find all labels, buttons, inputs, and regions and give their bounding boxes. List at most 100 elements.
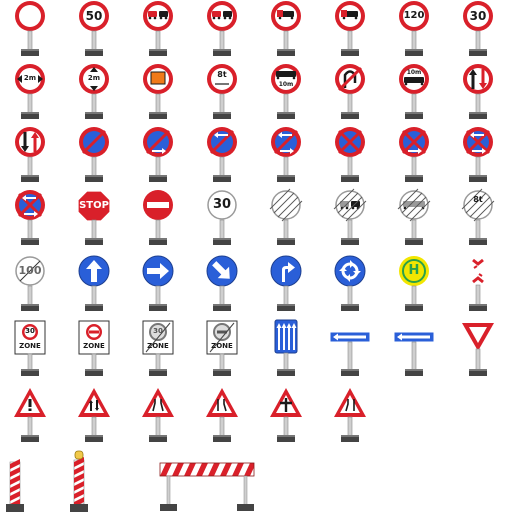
board-stripe <box>292 463 304 476</box>
end-no-overtaking-bus-sign <box>396 188 432 253</box>
end-stripe <box>281 200 303 222</box>
pole <box>475 156 481 177</box>
base <box>213 49 231 56</box>
wheel <box>342 16 346 20</box>
pole <box>27 353 33 371</box>
end-of-restrictions-sign <box>268 188 304 253</box>
base <box>277 369 295 376</box>
no-entry-sign <box>140 189 176 253</box>
road-narrows-left-sign <box>332 386 368 450</box>
base <box>469 238 487 245</box>
one-way-arrow <box>333 333 366 341</box>
car-black <box>159 11 168 17</box>
base-top <box>21 435 39 437</box>
exclamation-bar <box>28 399 32 407</box>
base-top <box>341 49 359 51</box>
speed-value: 50 <box>85 8 103 23</box>
base-top <box>149 112 167 114</box>
width-limit-sign: 2m <box>12 63 48 127</box>
base-top <box>405 369 423 371</box>
base <box>149 175 167 182</box>
base <box>213 112 231 119</box>
end-speed-limit-sign: 100 <box>12 255 48 319</box>
board-stripe <box>136 463 148 476</box>
base-top <box>341 175 359 177</box>
narrows-lines <box>345 399 355 412</box>
zone-no-entry-sign: ZONE <box>76 320 112 384</box>
pole <box>411 285 417 306</box>
pole <box>283 30 289 51</box>
triangle-inner <box>212 395 232 413</box>
base-top <box>341 238 359 240</box>
base-top <box>213 304 231 306</box>
post-stripe <box>74 481 84 491</box>
base <box>70 504 88 512</box>
base-top <box>277 238 295 240</box>
base <box>149 49 167 56</box>
height-limit-sign: 2m <box>76 63 112 127</box>
no-stopping-right-sign <box>396 126 432 190</box>
length-limit-truck-sign: 10m <box>396 63 432 127</box>
stop-sign: STOP <box>76 189 112 253</box>
board-stripes <box>136 463 304 476</box>
base-top <box>277 49 295 51</box>
base <box>277 435 295 442</box>
roundabout-sign <box>332 255 368 319</box>
pole <box>219 353 225 371</box>
pole <box>219 219 225 240</box>
ahead-only-sign <box>76 255 112 319</box>
arrow-down <box>21 132 29 152</box>
base <box>21 112 39 119</box>
base-top <box>469 175 487 177</box>
wheel <box>212 16 216 20</box>
lane-arrows-sign <box>268 319 304 384</box>
arrow-up <box>469 69 477 89</box>
wheel <box>354 16 358 20</box>
post-stripe <box>10 483 20 493</box>
sign-face <box>19 68 41 90</box>
base <box>149 112 167 119</box>
no-parking-right-sign <box>140 126 176 190</box>
pole <box>411 341 417 371</box>
base <box>405 238 423 245</box>
base <box>149 435 167 442</box>
base-top <box>21 112 39 114</box>
wheel <box>278 16 282 20</box>
base-top <box>469 49 487 51</box>
roundabout-arrows <box>339 260 361 282</box>
base-top <box>405 112 423 114</box>
end-stripe <box>333 188 355 210</box>
slash <box>273 129 299 155</box>
end-stripe <box>461 188 483 210</box>
base-top <box>85 369 103 371</box>
base-top <box>341 435 359 437</box>
wheel <box>159 16 163 20</box>
base <box>341 175 359 182</box>
pole <box>155 156 161 177</box>
base <box>277 175 295 182</box>
end-stripe <box>19 260 41 282</box>
base-top <box>341 112 359 114</box>
left-arrow <box>278 132 292 138</box>
pole <box>27 285 33 306</box>
end-weight-limit-sign: 8t <box>460 188 496 253</box>
barrier-post <box>0 448 33 512</box>
board-stripe <box>256 463 268 476</box>
speed-value: 100 <box>18 264 42 278</box>
sign-face <box>19 131 41 153</box>
base-top <box>213 435 231 437</box>
pole <box>219 30 225 51</box>
base <box>21 369 39 376</box>
limit-value: 10m <box>278 80 294 88</box>
post-stripe <box>10 475 20 485</box>
base <box>21 435 39 442</box>
car-red <box>148 11 157 17</box>
end-zone-no-entry-sign: ZONE <box>204 320 240 384</box>
truck <box>404 77 424 83</box>
base <box>213 435 231 442</box>
base-top <box>149 238 167 240</box>
truck-gray <box>340 201 349 207</box>
base <box>341 435 359 442</box>
wheel <box>403 206 407 210</box>
lane-arrow <box>276 323 282 350</box>
